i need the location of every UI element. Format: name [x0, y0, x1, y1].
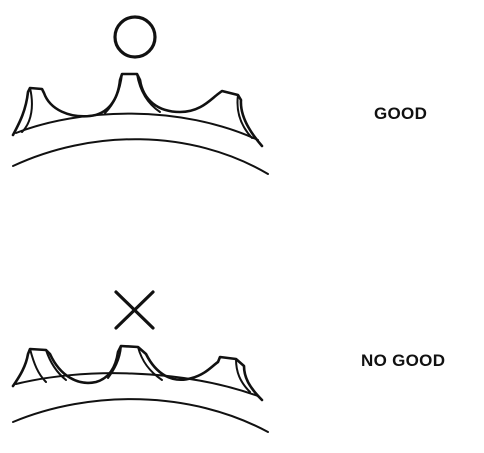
no-good-sprocket-diagram [11, 290, 269, 433]
no-good-label: NO GOOD [361, 351, 446, 370]
good-circle-mark [113, 15, 157, 59]
sprocket-hub-arc-good [12, 138, 269, 175]
good-label: GOOD [374, 104, 428, 123]
good-example-panel: GOOD [0, 0, 484, 226]
sprocket-teeth-good [11, 72, 264, 148]
no-good-cross-mark [114, 290, 155, 330]
good-sprocket-diagram [11, 15, 269, 175]
no-good-example-panel: NO GOOD [0, 226, 484, 453]
sprocket-teeth-no-good [11, 344, 264, 402]
sprocket-hub-arc-no-good [12, 398, 269, 433]
